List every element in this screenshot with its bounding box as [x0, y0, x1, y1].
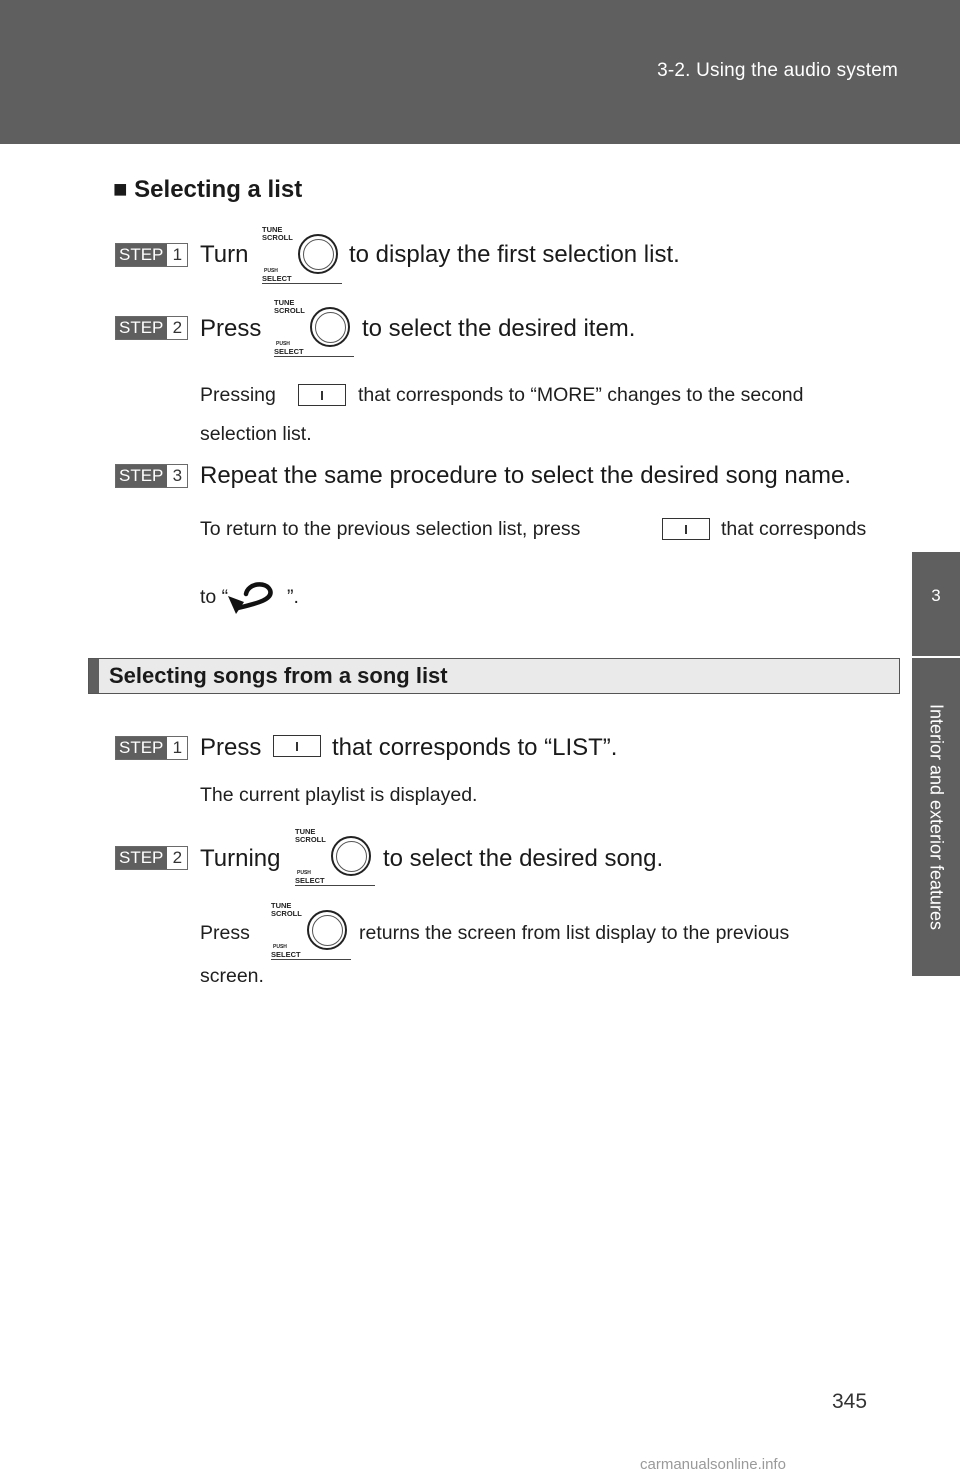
- page-header: 3-2. Using the audio system: [0, 0, 960, 144]
- step2-text-post: to select the desired item.: [362, 315, 636, 342]
- step3-note-line2-post: ”.: [287, 586, 299, 608]
- page-number: 345: [832, 1390, 868, 1413]
- watermark: carmanualsonline.info: [640, 1456, 786, 1473]
- step2-note-post: that corresponds to “MORE” changes to th…: [358, 384, 804, 406]
- header-title: 3-2. Using the audio system: [657, 60, 898, 81]
- preset-button-icon: [273, 735, 321, 757]
- song-step1-note: The current playlist is displayed.: [200, 784, 478, 806]
- step3-note-line1-pre: To return to the previous selection list…: [200, 518, 581, 540]
- step1-text-post: to display the first selection list.: [349, 241, 680, 268]
- song-step2-text-pre: Turning: [200, 845, 281, 872]
- preset-button-icon: [298, 384, 346, 406]
- song-step2-text-post: to select the desired song.: [383, 845, 664, 872]
- step3-note-line2-pre: to “: [200, 586, 229, 608]
- step2-note-line2: selection list.: [200, 423, 312, 445]
- step3-note-line1-post: that corresponds: [721, 518, 867, 540]
- chapter-tab: 3: [912, 552, 960, 656]
- section-title-song-list: Selecting songs from a song list: [109, 663, 448, 688]
- chapter-number: 3: [931, 586, 941, 605]
- preset-button-icon: [662, 518, 710, 540]
- step2-text-pre: Press: [200, 315, 262, 342]
- chapter-label: Interior and exterior features: [926, 703, 947, 931]
- back-arrow-icon: [228, 582, 273, 614]
- song-step1-text-post: that corresponds to “LIST”.: [332, 734, 618, 761]
- song-step2-note-line2: screen.: [200, 965, 264, 987]
- step3-text: Repeat the same procedure to select the …: [200, 462, 852, 489]
- step1-text-pre: Turn: [200, 241, 249, 268]
- song-step2-note-pre: Press: [200, 922, 250, 944]
- section-title-selecting-list: ■ Selecting a list: [113, 176, 303, 203]
- chapter-label-tab: Interior and exterior features: [912, 658, 960, 976]
- step2-note-pre: Pressing: [200, 384, 276, 406]
- song-step1-text-pre: Press: [200, 734, 262, 761]
- song-step2-note-post: returns the screen from list display to …: [359, 922, 790, 944]
- section-title-bar-song-list: Selecting songs from a song list: [88, 658, 900, 694]
